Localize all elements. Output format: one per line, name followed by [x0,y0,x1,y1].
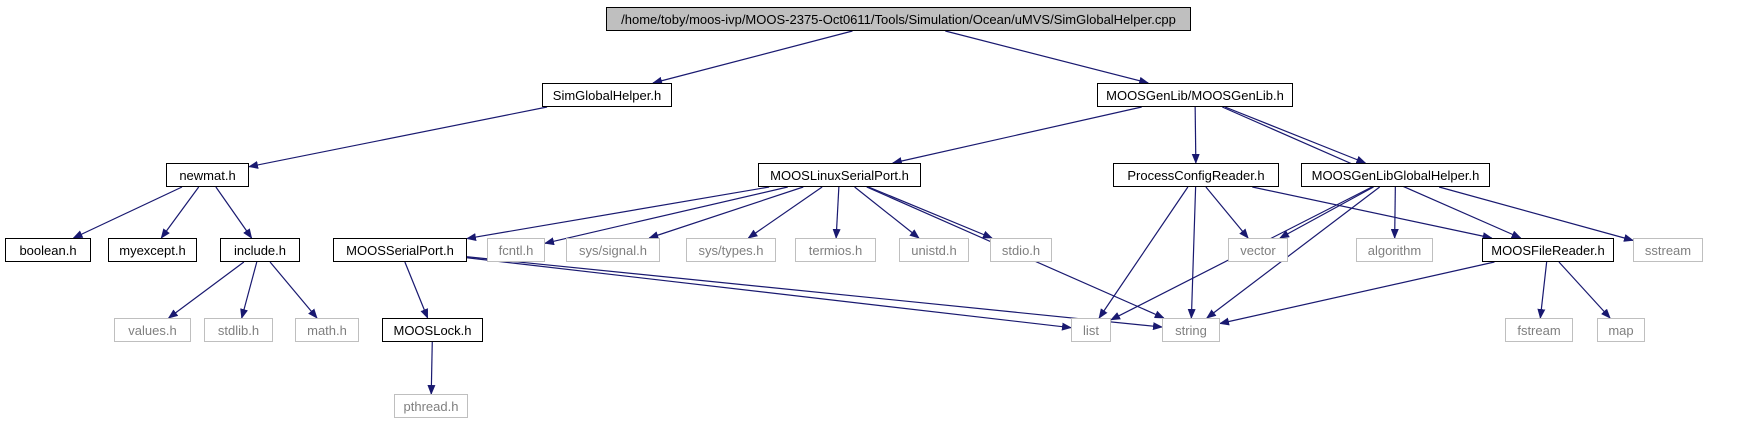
edge-mooslock_h-to-pthread_h [427,341,436,395]
node-processconfigreader-h[interactable]: ProcessConfigReader.h [1113,163,1279,187]
edge-moosfilereader_h-to-string [1219,261,1495,326]
node-termios-h: termios.h [795,238,876,262]
edge-moosgenlib_h-to-moosgenlibglobalhelper_h [1224,106,1367,164]
edge-include_h-to-values_h [167,261,245,319]
node-sys-types-h: sys/types.h [686,238,776,262]
edge-root-to-moosgenlib_h [945,30,1150,85]
edge-root-to-simglobalhelper_h [652,30,853,85]
edge-moosserialport_h-to-list [466,257,1072,331]
node-mooslock-h[interactable]: MOOSLock.h [382,318,483,342]
node-pthread-h: pthread.h [394,394,468,418]
node-boolean-h[interactable]: boolean.h [5,238,91,262]
edge-mooslinuxserialport_h-to-termios_h [832,186,841,239]
node-algorithm: algorithm [1356,238,1433,262]
node-include-h[interactable]: include.h [220,238,300,262]
node-math-h: math.h [295,318,359,342]
edge-moosgenlibglobalhelper_h-to-vector [1279,186,1374,239]
node-string: string [1162,318,1220,342]
edge-moosgenlibglobalhelper_h-to-algorithm [1390,186,1399,239]
node-map: map [1597,318,1645,342]
edge-moosgenlibglobalhelper_h-to-string [1206,186,1381,319]
edge-processconfigreader_h-to-moosfilereader_h [1252,186,1493,241]
node-fcntl-h: fcntl.h [487,238,545,262]
edge-moosgenlib_h-to-mooslinuxserialport_h [891,106,1142,165]
node-list: list [1071,318,1111,342]
edge-moosgenlibglobalhelper_h-to-sstream [1438,186,1634,242]
node-moosgenlibglobalhelper-h[interactable]: MOOSGenLibGlobalHelper.h [1301,163,1490,187]
edge-moosfilereader_h-to-map [1558,261,1611,319]
edge-mooslinuxserialport_h-to-unistd_h [854,186,920,239]
node-newmat-h[interactable]: newmat.h [166,163,249,187]
edge-mooslinuxserialport_h-to-fcntl_h [544,186,788,246]
node-moosgenlib-h[interactable]: MOOSGenLib/MOOSGenLib.h [1097,83,1293,107]
edge-moosserialport_h-to-mooslock_h [404,261,429,319]
node-sys-signal-h: sys/signal.h [566,238,660,262]
edge-processconfigreader_h-to-string [1187,186,1197,319]
edge-newmat_h-to-boolean_h [72,186,183,239]
node-stdlib-h: stdlib.h [204,318,273,342]
node-moosserialport-h[interactable]: MOOSSerialPort.h [333,238,467,262]
edge-include_h-to-stdlib_h [240,261,258,319]
node-sstream: sstream [1633,238,1703,262]
edge-processconfigreader_h-to-list [1098,186,1189,319]
node-moosfilereader-h[interactable]: MOOSFileReader.h [1482,238,1614,262]
root-file-node[interactable]: /home/toby/moos-ivp/MOOS-2375-Oct0611/To… [606,7,1191,31]
edge-simglobalhelper_h-to-newmat_h [248,106,548,169]
node-fstream: fstream [1505,318,1573,342]
edge-processconfigreader_h-to-vector [1205,186,1249,239]
edge-mooslinuxserialport_h-to-stdio_h [868,186,993,239]
edge-newmat_h-to-include_h [215,186,253,239]
node-stdio-h: stdio.h [990,238,1052,262]
edge-mooslinuxserialport_h-to-sys_types_h [747,186,823,239]
edge-mooslinuxserialport_h-to-sys_signal_h [648,186,804,239]
edge-moosfilereader_h-to-fstream [1537,261,1548,319]
edge-include_h-to-math_h [269,261,318,319]
edge-newmat_h-to-myexcept_h [160,186,200,239]
node-mooslinuxserialport-h[interactable]: MOOSLinuxSerialPort.h [758,163,921,187]
node-unistd-h: unistd.h [899,238,969,262]
node-simglobalhelper-h[interactable]: SimGlobalHelper.h [542,83,672,107]
edge-mooslinuxserialport_h-to-moosserialport_h [466,186,770,241]
node-values-h: values.h [114,318,191,342]
edge-moosserialport_h-to-string [466,256,1163,331]
node-myexcept-h[interactable]: myexcept.h [108,238,197,262]
edge-moosgenlib_h-to-processconfigreader_h [1191,106,1200,164]
node-vector: vector [1228,238,1288,262]
